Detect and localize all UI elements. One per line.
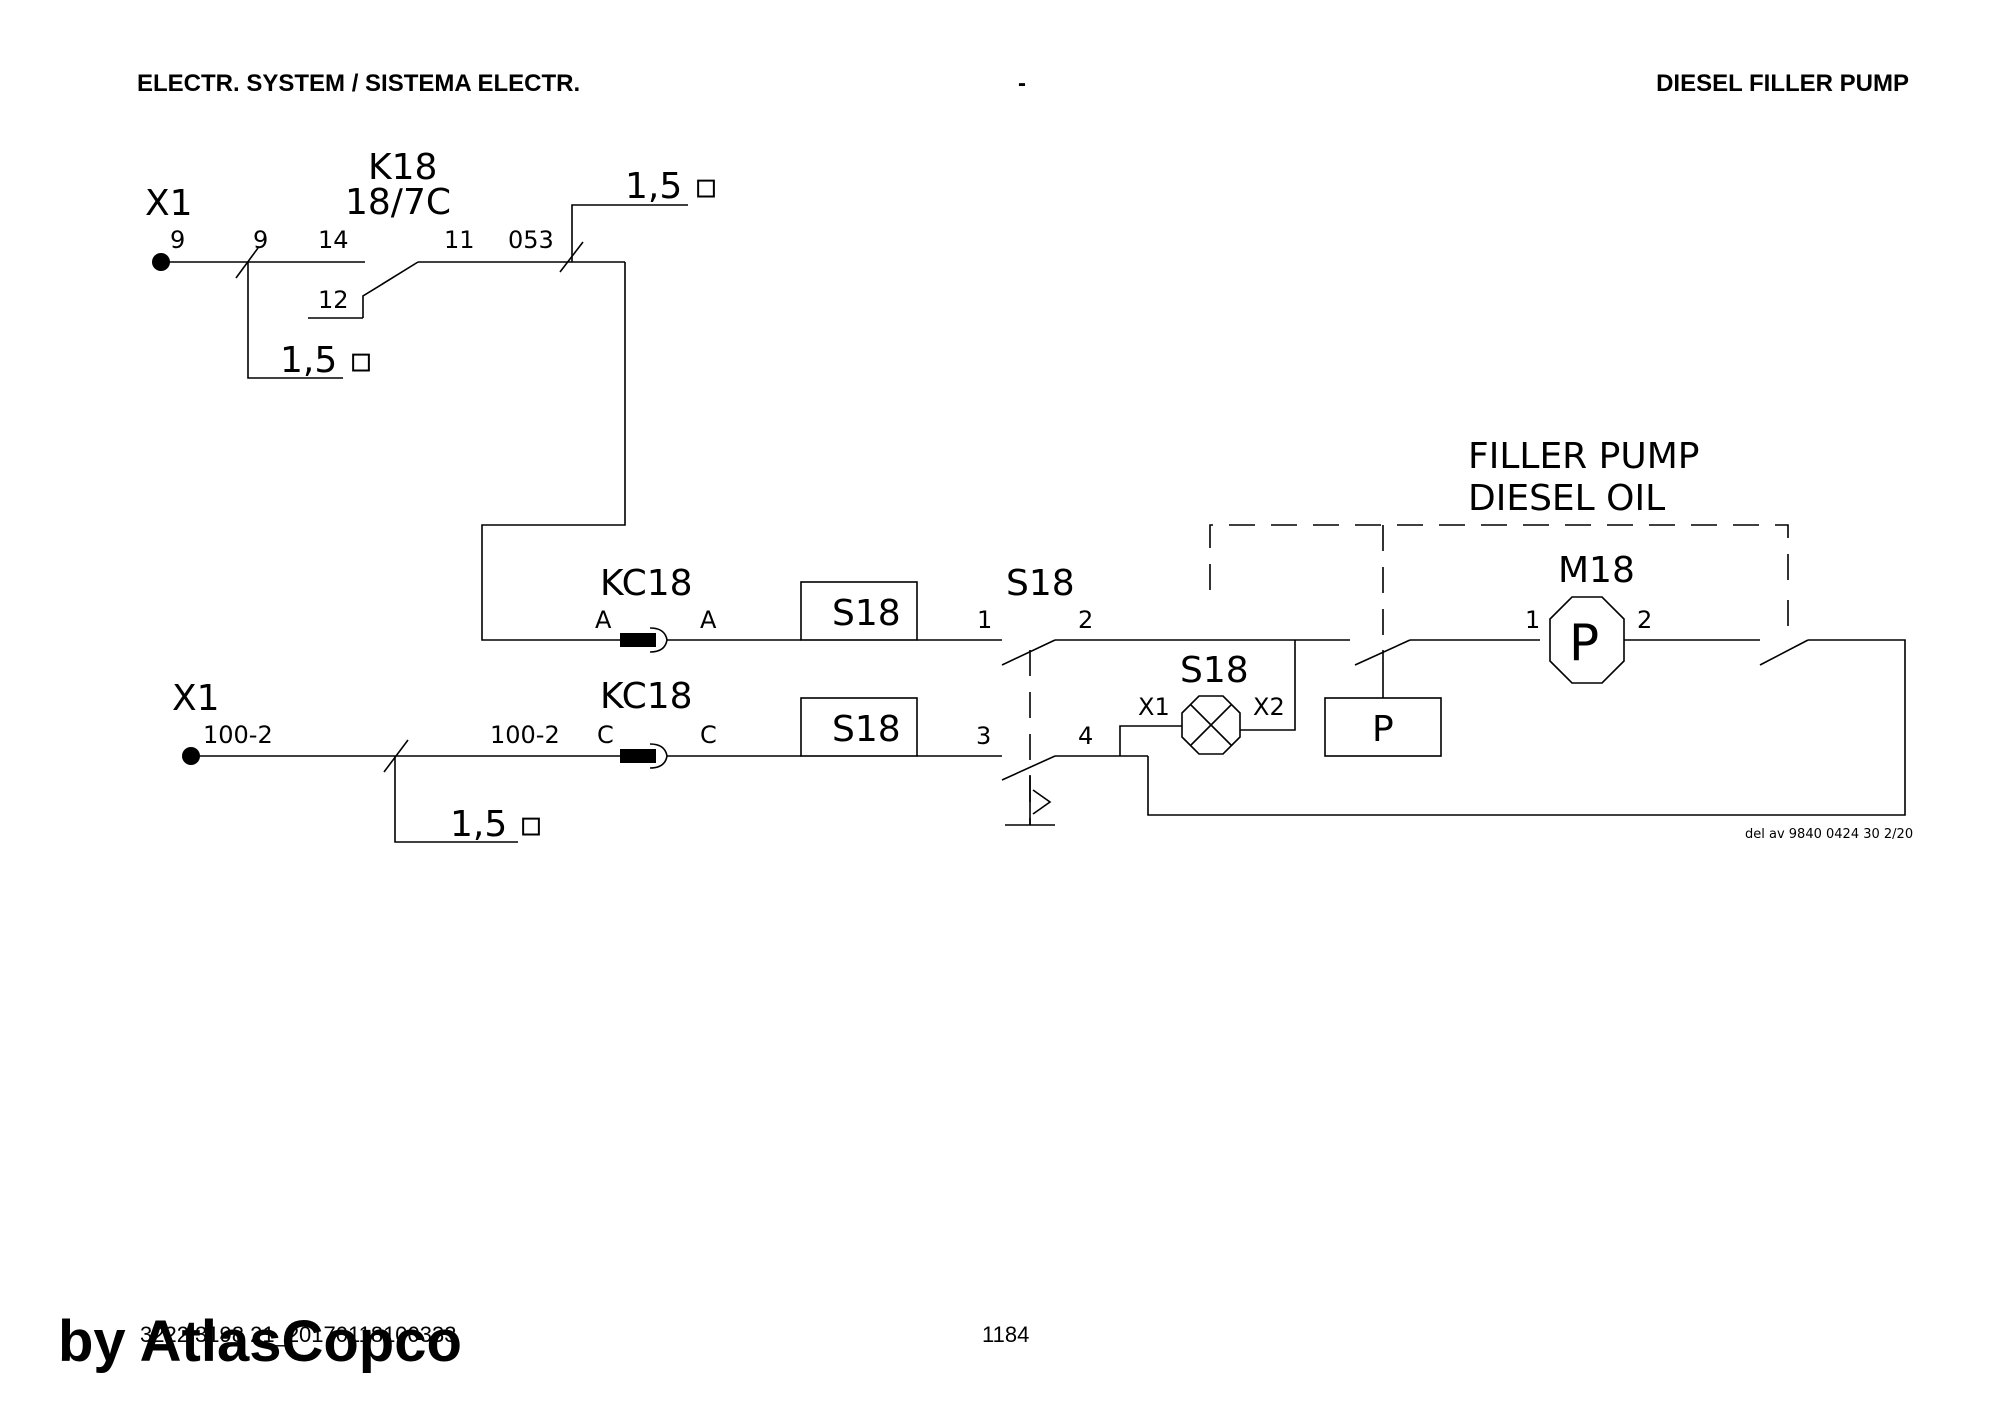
reference-label: del av 9840 0424 30 2/20 — [1745, 827, 1913, 842]
filler-pump-title-line2: DIESEL OIL — [1468, 478, 1665, 519]
wire-lamp-x1 — [1119, 725, 1182, 756]
k18-ref-label: 18/7C — [345, 182, 451, 223]
wire-return-loop — [1147, 639, 1906, 816]
k18-pin-14-label: 14 — [318, 226, 349, 254]
x1-top-pin-label: 9 — [170, 226, 185, 254]
m18-pump-symbol: P — [1569, 614, 1599, 672]
s18-pin-2-label: 2 — [1078, 606, 1093, 634]
m18-pin-1-label: 1 — [1525, 606, 1540, 634]
cable-mid-label: 1,5 ▫ — [280, 340, 373, 381]
wire-053-label: 053 — [508, 226, 554, 254]
wire-branch-cable-top — [571, 204, 688, 262]
kc18-top-label: KC18 — [600, 563, 693, 604]
cable-bottom-label: 1,5 ▫ — [450, 804, 543, 845]
header-separator: - — [1018, 70, 1026, 97]
wire-053-down — [481, 262, 626, 641]
kc18-bottom-plug-pin — [620, 749, 656, 763]
kc18-bottom-label: KC18 — [600, 676, 693, 717]
kc18-bottom-pin-right-label: C — [700, 721, 717, 749]
wire-tick — [383, 739, 409, 773]
page-number: 1184 — [982, 1322, 1030, 1347]
kc18-top-plug-pin — [620, 633, 656, 647]
filler-pump-enclosure — [1209, 524, 1789, 590]
k18-pin-12-label: 12 — [318, 286, 349, 314]
lamp-x2-label: X2 — [1253, 693, 1285, 721]
s18-lamp-label: S18 — [1180, 650, 1249, 691]
atlascopco-watermark: by AtlasCopco — [58, 1309, 462, 1374]
s18-actuator — [1032, 789, 1052, 815]
m18-motor-housing — [1549, 596, 1625, 684]
wire-branch-cable-bottom — [394, 756, 518, 843]
kc18-top-pin-right-label: A — [700, 606, 717, 634]
m18-name-label: M18 — [1558, 550, 1635, 591]
lamp-x1-label: X1 — [1138, 693, 1170, 721]
pressure-switch-box — [1324, 697, 1442, 757]
s18-contact-blade-top — [1001, 639, 1056, 666]
filler-pump-title-line1: FILLER PUMP — [1468, 436, 1699, 477]
kc18-bottom-pin-left-label: C — [597, 721, 614, 749]
header-system-title: ELECTR. SYSTEM / SISTEMA ELECTR. — [137, 70, 581, 97]
x1-bottom-pin-label: 100-2 — [203, 721, 273, 749]
s18-pin-3-label: 3 — [976, 722, 991, 750]
lamp-cross-icon — [1190, 704, 1232, 746]
wire-100-2-label: 100-2 — [490, 721, 560, 749]
s18-box-bottom-label: S18 — [832, 709, 901, 750]
s18-box-top — [800, 581, 918, 641]
s18-box-top-label: S18 — [832, 593, 901, 634]
pressure-switch-symbol: P — [1372, 709, 1394, 750]
k18-pin-9-label: 9 — [253, 226, 268, 254]
kc18-top-pin-left-label: A — [595, 606, 612, 634]
wire-tick — [235, 247, 259, 279]
x1-top-label: X1 — [145, 183, 193, 224]
s18-box-bottom — [800, 697, 918, 757]
wire-branch-cable-mid — [247, 262, 343, 379]
k18-pin-11-label: 11 — [444, 226, 475, 254]
s18-contact-blade-bottom — [1001, 755, 1056, 781]
k18-contact-blade — [362, 261, 419, 318]
s18-lamp-housing — [1181, 695, 1241, 755]
x1-bottom-label: X1 — [172, 678, 220, 719]
s18-pin-1-label: 1 — [977, 606, 992, 634]
wire-lamp-x2-feed — [1240, 640, 1296, 731]
header-component-title: DIESEL FILLER PUMP — [1656, 70, 1909, 97]
s18-pin-4-label: 4 — [1078, 722, 1093, 750]
k18-name-label: K18 — [368, 147, 437, 188]
cable-top-label: 1,5 ▫ — [625, 166, 718, 207]
s18-switch-label: S18 — [1006, 563, 1075, 604]
pump-switch-blade — [1759, 639, 1809, 666]
m18-pin-2-label: 2 — [1637, 606, 1652, 634]
document-id: 3222 3198 21_20170118100333 — [140, 1322, 457, 1347]
